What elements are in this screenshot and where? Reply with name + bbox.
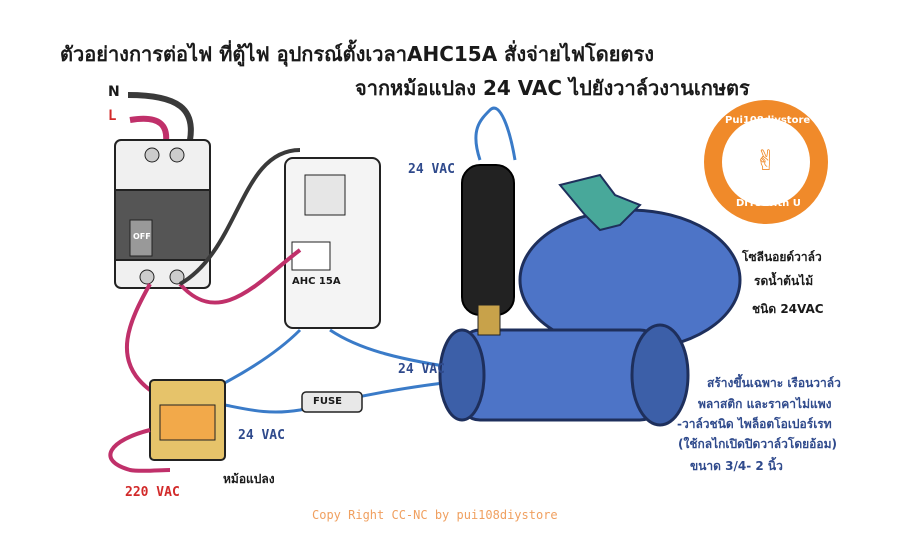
badge-hand-icon: ✌ [754,144,777,177]
badge-top-text: Pui108diystore [725,115,811,126]
transformer-label: หม้อแปลง [223,472,275,486]
voltage-220vac: 220 VAC [125,485,180,500]
wire-solenoid-24vac [474,106,517,161]
fuse [301,391,363,413]
valve-detail-3: -วาล์วชนิด ไพล็อตโอเปอร์เรท [677,417,832,431]
breaker-off-label: OFF [133,232,151,241]
title-line-1: ตัวอย่างการต่อไฟ ที่ตู้ไฟ อุปกรณ์ตั้งเวล… [60,42,654,66]
wire-breaker-timer-dark [179,148,301,286]
title-line-2: จากหม้อแปลง 24 VAC ไปยังวาล์วงานเกษตร [355,76,750,100]
badge-bottom-text: DIYs with U [736,198,801,209]
valve-detail-4: (ใช้กลไกเปิดปิดวาล์วโดยอ้อม) [678,437,837,451]
voltage-24vac-mid: 24 VAC [398,362,445,377]
transformer [149,379,226,461]
wire-breaker-transformer-red [124,283,152,392]
circuit-breaker [114,139,211,289]
solenoid-note-2: รดน้ำต้นไม้ [754,274,814,288]
wire-timer-transformer [214,328,302,390]
solenoid-valve [438,164,742,427]
valve-detail-5: ขนาด 3/4- 2 นิ้ว [690,459,783,473]
brand-badge: ✌ [704,100,828,224]
timer-ahc15a [284,157,381,329]
fuse-label: FUSE [313,396,342,407]
voltage-24vac-top: 24 VAC [408,162,455,177]
neutral-wire [127,92,194,141]
wire-breaker-timer-red [178,248,302,305]
live-label: L [108,108,117,124]
valve-detail-1: สร้างขึ้นเฉพาะ เรือนวาล์ว [707,376,841,390]
wire-220-red [108,428,171,473]
valve-detail-2: พลาสติก และราคาไม่แพง [698,397,832,411]
solenoid-note-1: โซลีนอยด์วาล์ว [742,250,822,264]
timer-model-label: AHC 15A [292,276,341,287]
voltage-24vac-low: 24 VAC [238,428,285,443]
copyright-text: Copy Right CC-NC by pui108diystore [312,508,558,522]
solenoid-note-3: ชนิด 24VAC [752,302,824,316]
neutral-label: N [108,84,120,100]
